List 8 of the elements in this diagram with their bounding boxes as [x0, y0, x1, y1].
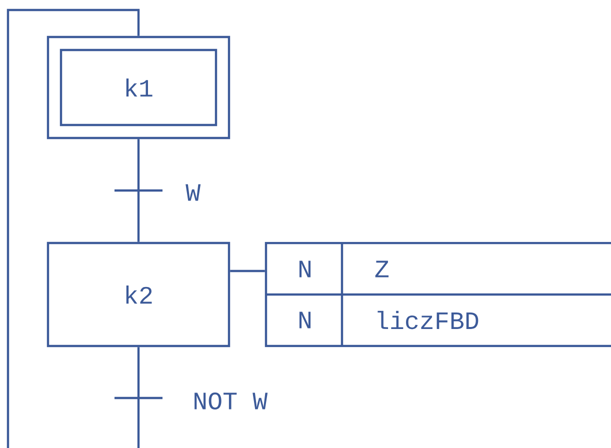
transition-label: W: [184, 183, 202, 202]
transition-label: NOT W: [192, 392, 269, 410]
step-box: k2: [46, 242, 230, 348]
connector-line: [230, 270, 265, 272]
action-table: N Z N liczFBD: [264, 242, 611, 348]
initial-step-box: k1: [46, 36, 230, 140]
connector-line: [6, 8, 140, 448]
connector-line: [137, 139, 140, 242]
